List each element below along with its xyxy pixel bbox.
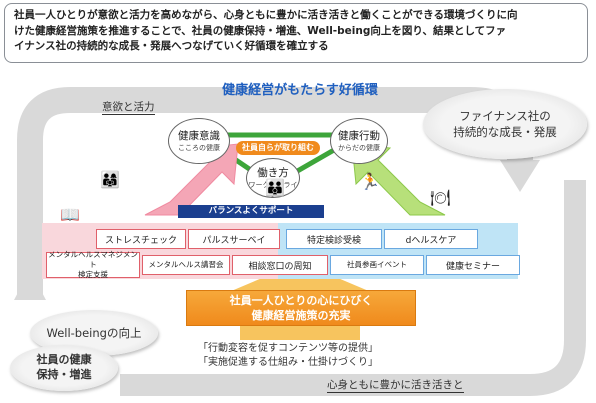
wellbeing-label: Well-beingの向上	[46, 326, 142, 340]
balance-support-bar: バランスよくサポート	[178, 205, 324, 218]
main-policy-box: 社員一人ひとりの心にひびく 健康経営施策の充実	[186, 290, 416, 326]
health-seminar-box: 健康セミナー	[426, 255, 520, 275]
health-checkup-box: 特定検診受検	[286, 229, 382, 249]
quote-content: 「行動変容を促すコンテンツ等の提供」	[198, 343, 378, 354]
top-cycle-arrowhead	[500, 160, 540, 192]
d-healthcare-box: dヘルスケア	[384, 229, 478, 249]
intro-banner	[4, 3, 588, 63]
mental-health-cert-box: メンタルヘルスマネジメント 検定支援	[46, 250, 140, 279]
work-sub: ワークインライフ	[248, 181, 298, 199]
diagram-title: 健康経営がもたらす好循環	[222, 83, 378, 98]
finance-line2: 持続的な成長・発展	[453, 125, 557, 139]
pulse-survey-box: パルスサーベイ	[188, 229, 280, 249]
finance-line1: ファイナンス社の	[459, 109, 551, 123]
motivation-label: 意欲と活力	[102, 101, 155, 115]
family-dinner-icon: 🍽	[430, 188, 451, 207]
bottom-cycle-arrow	[120, 180, 586, 396]
health-line2: 保持・増進	[36, 368, 92, 381]
employee-event-box: 社員参画イベント	[330, 255, 424, 275]
mind-body-label: 心身ともに豊かに活き活きと	[327, 379, 464, 393]
people-illustration-icon: 👨‍👩‍👧	[100, 170, 120, 189]
left-cycle-arrowhead	[14, 270, 46, 300]
awareness-circle: 健康意識 こころの健康	[168, 118, 230, 164]
health-label: 社員の健康 保持・増進	[10, 352, 118, 382]
reading-person-icon: 📖	[60, 205, 80, 224]
health-ellipse	[10, 345, 118, 391]
quote-mechanism: 「実施促進する仕組み・仕掛けづくり」	[198, 357, 378, 368]
main-policy-line1: 社員一人ひとりの心にひびく	[229, 294, 373, 307]
health-line1: 社員の健康	[36, 353, 92, 366]
work-circle: 働き方 ワークインライフ	[246, 158, 300, 199]
work-main: 働き方	[257, 167, 289, 179]
action-main: 健康行動	[338, 130, 380, 142]
consultation-desk-box: 相談窓口の周知	[232, 255, 328, 275]
stress-check-box: ストレスチェック	[96, 229, 186, 249]
running-people-icon: 🏃	[360, 172, 380, 191]
self-initiative-badge: 社員自らが取り組む	[236, 141, 320, 155]
awareness-main: 健康意識	[178, 130, 220, 142]
mental-health-seminar-box: メンタルヘルス講習会	[142, 255, 230, 275]
main-policy-line2: 健康経営施策の充実	[251, 309, 351, 322]
action-circle: 健康行動 からだの健康	[330, 118, 388, 164]
intro-banner-text: 社員一人ひとりが意欲と活力を高めながら、心身ともに豊かに活き活きと働くことができ…	[14, 9, 518, 52]
family-icon: 👪	[265, 178, 285, 197]
awareness-sub: こころの健康	[178, 144, 220, 152]
finance-label: ファイナンス社の 持続的な成長・発展	[423, 108, 587, 140]
finance-ellipse	[423, 89, 587, 159]
action-sub: からだの健康	[338, 144, 380, 152]
